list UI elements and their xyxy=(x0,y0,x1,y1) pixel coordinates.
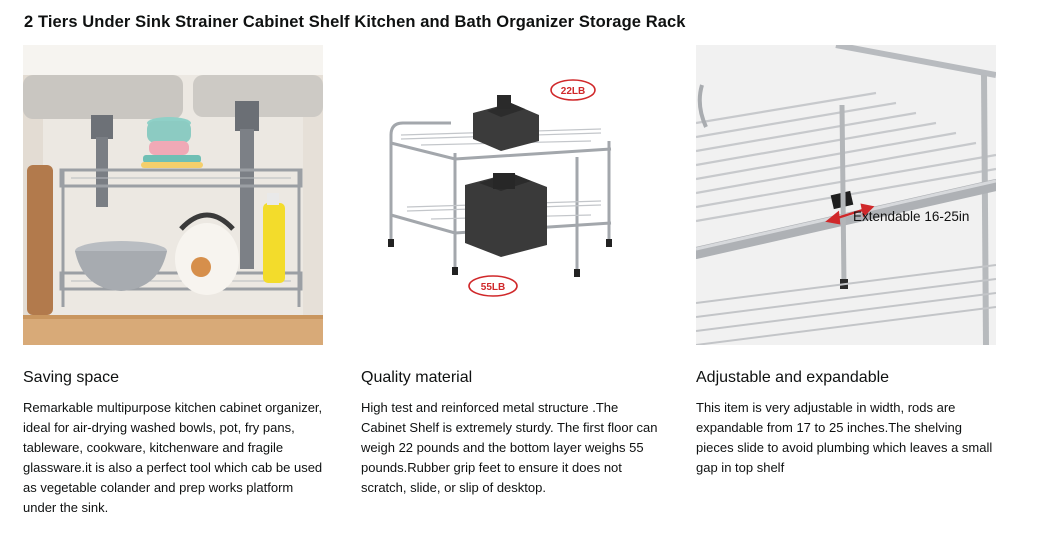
feature-description: Remarkable multipurpose kitchen cabinet … xyxy=(23,400,323,515)
feature-heading: Adjustable and expandable xyxy=(696,369,890,386)
feature-heading: Saving space xyxy=(23,369,120,386)
feature-quality-material: 22LB 55LB Quality material High test and… xyxy=(361,45,661,498)
shelf-weight-image: 22LB 55LB xyxy=(361,45,661,345)
extendable-label: Extendable xyxy=(853,209,921,224)
weight-badge-22lb: 22LB xyxy=(561,86,585,97)
feature-heading: Quality material xyxy=(361,369,473,386)
feature-saving-space: Saving space Remarkable multipurpose kit… xyxy=(23,45,323,518)
extendable-callout: Extendable 16-25in xyxy=(853,209,969,224)
feature-description: This item is very adjustable in width, r… xyxy=(696,400,993,475)
extendable-rod-image: Extendable 16-25in xyxy=(696,45,996,345)
kitchen-sink-image xyxy=(23,45,323,345)
extendable-range: 16-25in xyxy=(924,209,970,224)
weight-badge-55lb: 55LB xyxy=(481,282,505,293)
feature-adjustable: Extendable 16-25in Adjustable and expand… xyxy=(696,45,996,478)
feature-description: High test and reinforced metal structure… xyxy=(361,400,658,495)
product-title: 2 Tiers Under Sink Strainer Cabinet Shel… xyxy=(24,13,686,31)
